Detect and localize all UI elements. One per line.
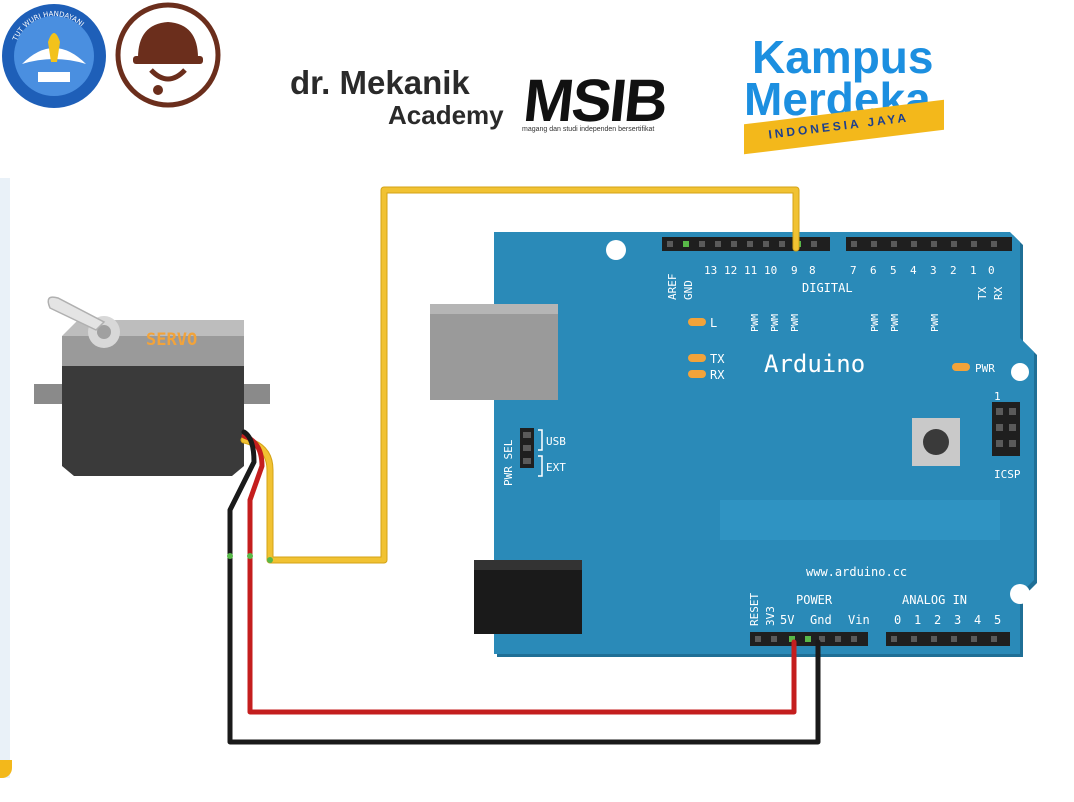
servo-body	[62, 366, 244, 476]
led-l-label: L	[710, 316, 717, 330]
analog-pin-2-label: 2	[934, 613, 941, 627]
power-label: POWER	[796, 593, 833, 607]
board-pcb	[494, 232, 1034, 654]
arduino-name: Arduino	[764, 350, 865, 378]
pwm-label-10: PWM	[770, 314, 781, 332]
analog-pin-5-label: 5	[994, 613, 1001, 627]
led-pwr	[952, 363, 970, 371]
digital-header-left	[662, 237, 830, 251]
usb-label: USB	[546, 435, 566, 448]
tut-wuri-handayani-logo: TUT WURI HANDAYANI	[2, 4, 106, 108]
reset-pin-label: RESET	[748, 593, 761, 626]
pin-4-label: 4	[910, 264, 917, 277]
pin-7-label: 7	[850, 264, 857, 277]
analog-pin-3-label: 3	[954, 613, 961, 627]
ground-wire	[227, 429, 821, 745]
dc-power-jack	[474, 560, 582, 634]
pin-0-label: 0	[988, 264, 995, 277]
icsp-label: ICSP	[994, 468, 1021, 481]
pwr-sel-label: PWR SEL	[502, 439, 515, 486]
pin-3-label: 3	[930, 264, 937, 277]
pin-1-label: 1	[970, 264, 977, 277]
pwr-label: PWR	[975, 362, 995, 375]
led-tx-label: TX	[710, 352, 725, 366]
pwm-label-5: PWM	[890, 314, 901, 332]
pin-12-label: 12	[724, 264, 737, 277]
arduino-board: AREF GND 13 12 11 10 9 8 7 6 5 4 3 2 1 0…	[430, 232, 1037, 657]
dr-mekanik-subtitle: Academy	[388, 100, 504, 130]
pwm-label-11: PWM	[750, 314, 761, 332]
wire-joints	[227, 553, 273, 563]
icsp-pin-1-label: 1	[994, 390, 1001, 403]
tx-pin-label: TX	[976, 286, 989, 300]
analog-header	[886, 632, 1010, 646]
pin-13-label: 13	[704, 264, 717, 277]
vin-pin-label: Vin	[848, 613, 870, 627]
pin-5-label: 5	[890, 264, 897, 277]
rx-pin-label: RX	[992, 286, 1005, 300]
5v-socket	[789, 636, 795, 642]
pin-10-label: 10	[764, 264, 777, 277]
led-tx	[688, 354, 706, 362]
servo-horn	[47, 296, 106, 331]
pin-11-label: 11	[744, 264, 757, 277]
pwm-label-6: PWM	[870, 314, 881, 332]
dr-mekanik-logo	[115, 2, 221, 108]
frame-corner-accent	[0, 760, 12, 778]
pin-6-label: 6	[870, 264, 877, 277]
aref-label: AREF	[666, 274, 679, 301]
digital-label: DIGITAL	[802, 281, 853, 295]
pin-8-label: 8	[809, 264, 816, 277]
gnd-power-pin-label: Gnd	[810, 613, 832, 627]
5v-pin-label: 5V	[780, 613, 794, 627]
kampus-merdeka-line1: Kampus	[752, 31, 934, 83]
dr-mekanik-title: dr. Mekanik	[290, 64, 470, 101]
mount-hole	[1010, 584, 1030, 604]
analog-pin-0-label: 0	[894, 613, 901, 627]
servo-motor: SERVO	[34, 296, 270, 476]
wires	[227, 186, 821, 745]
gnd-socket	[683, 241, 689, 247]
power-select-jumper	[520, 428, 543, 477]
pwm-label-9: PWM	[790, 314, 801, 332]
gnd-label: GND	[682, 280, 695, 300]
mount-hole	[606, 240, 626, 260]
pin-2-label: 2	[950, 264, 957, 277]
digital-header-right	[846, 237, 1012, 251]
website-label: www.arduino.cc	[806, 565, 907, 579]
usb-connector	[430, 304, 558, 400]
pin-9-label: 9	[791, 264, 798, 277]
servo-label: SERVO	[146, 330, 197, 350]
chip-area	[720, 500, 1000, 540]
led-l	[688, 318, 706, 326]
ext-label: EXT	[546, 461, 566, 474]
gnd-power-socket	[805, 636, 811, 642]
logo-bar: TUT WURI HANDAYANI dr. Mekanik Academy M…	[0, 0, 1074, 170]
3v3-pin-label: 3V3	[764, 606, 777, 626]
pwm-label-3: PWM	[930, 314, 941, 332]
analog-pin-1-label: 1	[914, 613, 921, 627]
mount-hole	[1011, 363, 1029, 381]
left-frame-strip	[0, 178, 10, 778]
analog-pin-4-label: 4	[974, 613, 981, 627]
led-rx-label: RX	[710, 368, 725, 382]
led-rx	[688, 370, 706, 378]
reset-button-cap	[923, 429, 949, 455]
msib-tagline: magang dan studi independen bersertifika…	[522, 126, 655, 133]
analog-in-label: ANALOG IN	[902, 593, 967, 607]
